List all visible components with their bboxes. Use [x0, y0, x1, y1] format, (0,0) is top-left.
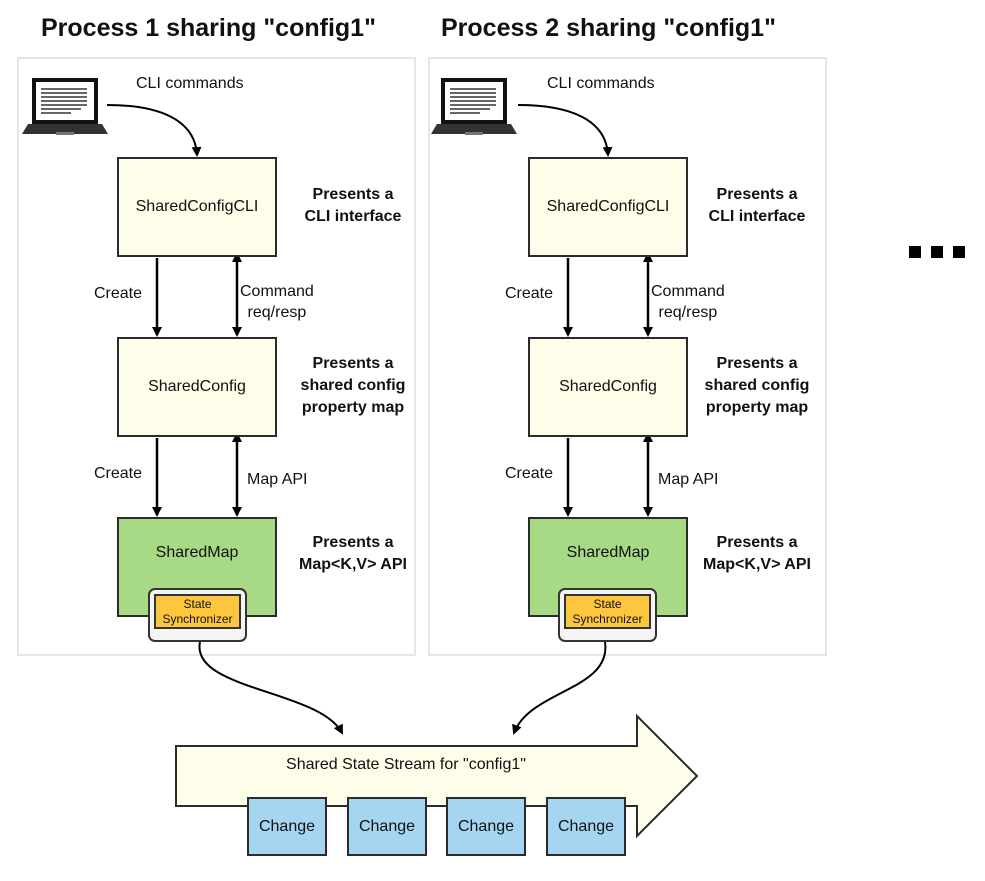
- config-note-1: Presents a shared config property map: [280, 353, 426, 419]
- create-label-2b: Create: [505, 465, 554, 482]
- ellipsis-icon: [909, 246, 965, 258]
- note-line: Presents a: [312, 355, 394, 372]
- note-line: Presents a: [716, 534, 798, 551]
- shared-config-box-1: SharedConfig: [117, 337, 277, 437]
- note-line: property map: [301, 399, 405, 416]
- note-line: Presents a: [716, 355, 798, 372]
- shared-config-label: SharedConfig: [559, 378, 657, 395]
- command-line: Command: [240, 283, 314, 300]
- shared-map-label: SharedMap: [566, 544, 650, 561]
- create-label-1a: Create: [94, 285, 143, 302]
- shared-map-label: SharedMap: [155, 544, 239, 561]
- change-label: Change: [457, 817, 515, 835]
- state-synchronizer-inner: State Synchronizer: [564, 594, 651, 629]
- laptop-icon-2: [431, 78, 517, 135]
- note-line: Map<K,V> API: [703, 556, 811, 573]
- cli-note-2: Presents a CLI interface: [687, 184, 827, 228]
- sync-to-stream-arrow-1: [198, 641, 343, 735]
- config-note-2: Presents a shared config property map: [684, 353, 830, 419]
- command-line: Command: [651, 283, 725, 300]
- change-label: Change: [557, 817, 615, 835]
- change-box: Change: [247, 797, 327, 856]
- create-label-1b: Create: [94, 465, 143, 482]
- create-label-2a: Create: [505, 285, 554, 302]
- note-line: property map: [705, 399, 809, 416]
- change-label: Change: [358, 817, 416, 835]
- map-note-1: Presents a Map<K,V> API: [281, 532, 425, 576]
- state-synchronizer-inner: State Synchronizer: [154, 594, 241, 629]
- shared-config-cli-label: SharedConfigCLI: [135, 198, 259, 215]
- cli-commands-label-2: CLI commands: [547, 75, 655, 92]
- change-box: Change: [446, 797, 526, 856]
- cli-commands-label-1: CLI commands: [136, 75, 244, 92]
- note-line: shared config: [300, 377, 406, 394]
- note-line: CLI interface: [708, 208, 806, 225]
- state-synchronizer-1: State Synchronizer: [148, 588, 247, 642]
- cli-commands-arrow-1: [106, 104, 202, 157]
- note-line: Map<K,V> API: [299, 556, 407, 573]
- command-line: req/resp: [658, 304, 718, 321]
- sync-line: State: [593, 596, 622, 611]
- map-note-2: Presents a Map<K,V> API: [685, 532, 829, 576]
- change-box: Change: [546, 797, 626, 856]
- note-line: Presents a: [312, 534, 394, 551]
- change-box: Change: [347, 797, 427, 856]
- process-1-title: Process 1 sharing "config1": [41, 14, 376, 42]
- sync-to-stream-arrow-2: [512, 641, 607, 735]
- map-api-label-2: Map API: [658, 471, 719, 488]
- shared-config-cli-label: SharedConfigCLI: [546, 198, 670, 215]
- sync-line: Synchronizer: [572, 611, 643, 626]
- note-line: CLI interface: [304, 208, 402, 225]
- shared-config-label: SharedConfig: [148, 378, 246, 395]
- laptop-icon-1: [22, 78, 108, 135]
- dot: [931, 246, 943, 258]
- change-label: Change: [258, 817, 316, 835]
- state-synchronizer-2: State Synchronizer: [558, 588, 657, 642]
- note-line: Presents a: [716, 186, 798, 203]
- sync-line: Synchronizer: [162, 611, 233, 626]
- process-2-title: Process 2 sharing "config1": [441, 14, 776, 42]
- note-line: Presents a: [312, 186, 394, 203]
- command-line: req/resp: [247, 304, 307, 321]
- sync-line: State: [183, 596, 212, 611]
- stream-label: Shared State Stream for "config1": [286, 756, 526, 773]
- map-api-label-1: Map API: [247, 471, 308, 488]
- cli-commands-arrow-2: [517, 104, 613, 157]
- dot: [953, 246, 965, 258]
- shared-config-cli-box-2: SharedConfigCLI: [528, 157, 688, 257]
- command-label-1: Command req/resp: [240, 281, 314, 323]
- shared-config-box-2: SharedConfig: [528, 337, 688, 437]
- shared-config-cli-box-1: SharedConfigCLI: [117, 157, 277, 257]
- cli-note-1: Presents a CLI interface: [283, 184, 423, 228]
- dot: [909, 246, 921, 258]
- command-label-2: Command req/resp: [651, 281, 725, 323]
- note-line: shared config: [704, 377, 810, 394]
